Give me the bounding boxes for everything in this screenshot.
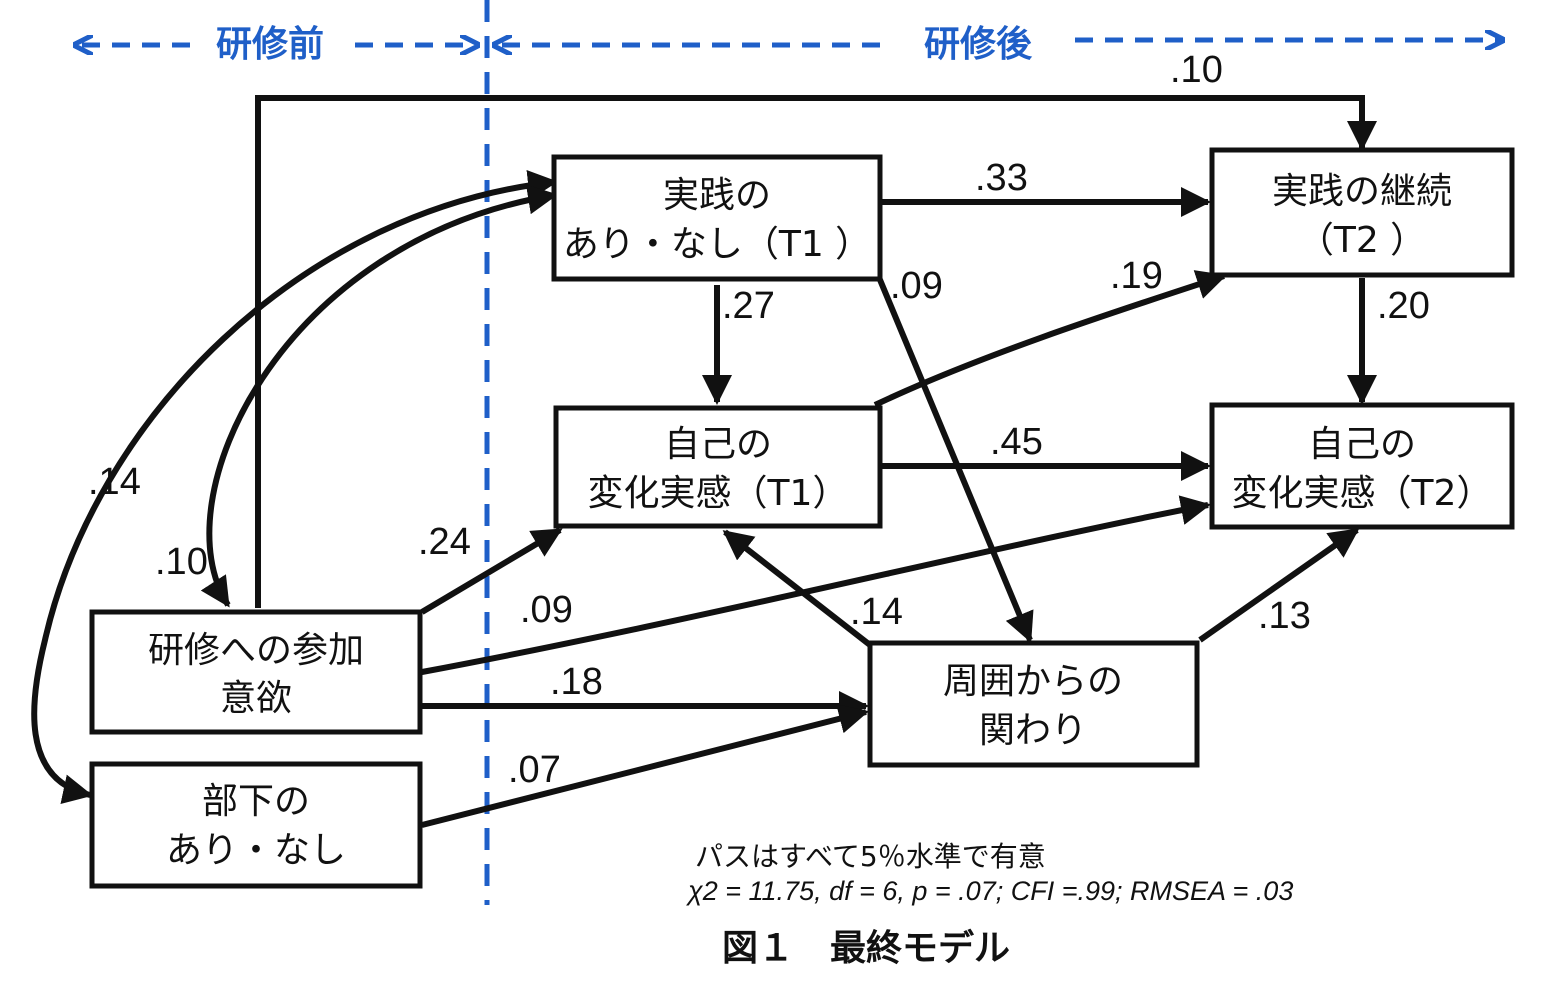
- node-subordinate-line2: あり・なし: [166, 830, 346, 871]
- edge-practice-t1-to-surroundings: [875, 273, 1034, 643]
- coef-practice-t1-to-self-t1: .27: [722, 285, 775, 327]
- node-self-t1: 自己の 変化実感（T1）: [553, 405, 883, 529]
- node-subordinate-line1: 部下の: [202, 781, 310, 822]
- coef-practice-t1-to-practice-t2: .33: [975, 157, 1028, 199]
- node-motivation-line2: 意欲: [220, 678, 292, 719]
- coef-motivation-to-self-t2: .09: [520, 589, 573, 631]
- edge-motivation-practice-t1-correlation: [200, 184, 558, 608]
- node-subordinate: 部下の あり・なし: [89, 761, 423, 889]
- coef-motivation-practice-t1-correlation: .10: [155, 541, 208, 583]
- edge-motivation-to-self-t2: [421, 495, 1211, 675]
- coef-practice-t2-to-self-t2: .20: [1377, 285, 1430, 327]
- coef-subordinate-to-practice-t1: .14: [88, 461, 141, 503]
- coef-practice-t1-to-surroundings: .09: [890, 265, 943, 307]
- edge-surroundings-to-self-t1: [722, 529, 872, 648]
- node-self-t2-line1: 自己の: [1308, 424, 1416, 465]
- coef-motivation-to-self-t1: .24: [418, 521, 471, 563]
- node-self-t1-line1: 自己の: [664, 424, 772, 465]
- node-practice-t1-line2: あり・なし（T1 ）: [563, 224, 871, 265]
- coef-surroundings-to-self-t2: .13: [1258, 595, 1311, 637]
- coef-subordinate-to-surroundings: .07: [508, 749, 561, 791]
- coef-surroundings-to-self-t1: .14: [850, 591, 903, 633]
- node-surroundings-line2: 関わり: [979, 710, 1087, 751]
- node-self-t2-line2: 変化実感（T2）: [1232, 473, 1493, 514]
- coef-motivation-to-practice-t2: .10: [1170, 49, 1223, 91]
- coef-self-t1-to-practice-t2: .19: [1110, 255, 1163, 297]
- edge-motivation-to-self-t1: [420, 527, 563, 615]
- significance-note: パスはすべて5％水準で有意: [695, 840, 1046, 873]
- after-phase-label: 研修後: [924, 24, 1033, 65]
- edge-self-t1-to-practice-t2: [873, 270, 1227, 408]
- node-practice-t2: 実践の継続 （T2 ）: [1209, 147, 1515, 278]
- coefficients: .10 .33 .27 .09 .19 .20 .45 .14 .10 .24 …: [88, 49, 1430, 791]
- node-practice-t2-line1: 実践の継続: [1272, 171, 1452, 212]
- before-phase-label: 研修前: [216, 24, 324, 65]
- node-motivation: 研修への参加 意欲: [89, 609, 423, 735]
- node-surroundings: 周囲からの 関わり: [867, 640, 1200, 768]
- node-surroundings-line1: 周囲からの: [943, 661, 1123, 702]
- node-practice-t2-line2: （T2 ）: [1298, 220, 1426, 261]
- edge-subordinate-to-surroundings: [421, 704, 869, 828]
- node-practice-t1: 実践の あり・なし（T1 ）: [551, 154, 883, 282]
- node-self-t1-line2: 変化実感（T1）: [588, 473, 849, 514]
- node-motivation-line1: 研修への参加: [148, 630, 364, 671]
- node-self-t2: 自己の 変化実感（T2）: [1209, 402, 1515, 530]
- edge-surroundings-to-self-t2: [1198, 527, 1360, 643]
- coef-self-t1-to-self-t2: .45: [990, 421, 1043, 463]
- fit-statistics: χ2 = 11.75, df = 6, p = .07; CFI =.99; R…: [686, 876, 1293, 906]
- figure-caption: 図１ 最終モデル: [722, 927, 1010, 969]
- node-practice-t1-line1: 実践の: [663, 175, 771, 216]
- coef-motivation-to-surroundings: .18: [550, 661, 603, 703]
- edges: [31, 95, 1377, 828]
